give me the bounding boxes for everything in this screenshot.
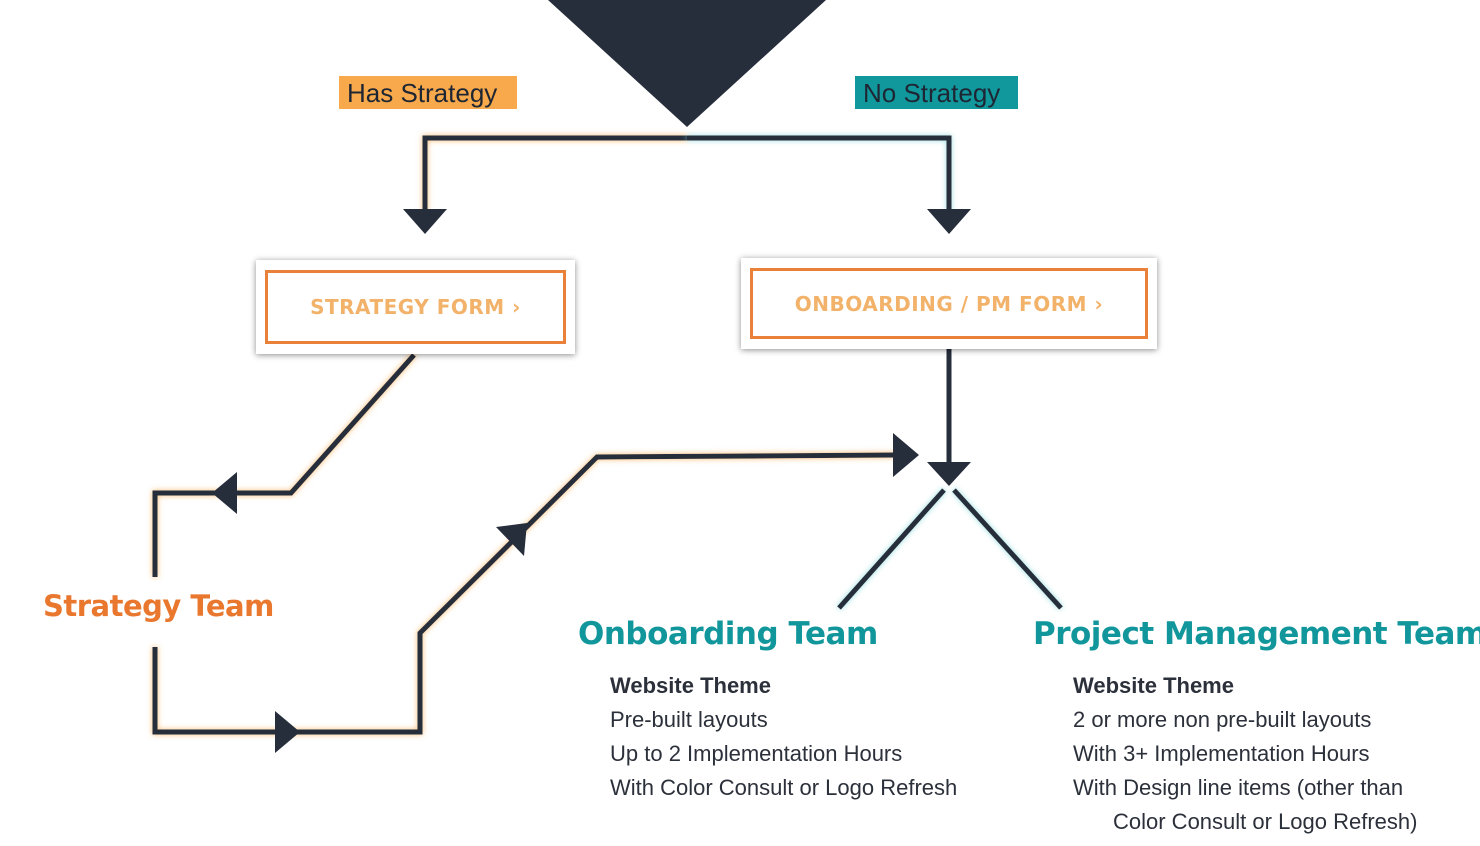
strategy-form-button[interactable]: STRATEGY FORM › [265,270,566,344]
pm-criteria-heading: Website Theme [1073,673,1234,698]
arrow-right-icon [275,711,300,753]
criteria-item: Color Consult or Logo Refresh) [1113,809,1418,834]
pm-team-title: Project Management Team [1033,616,1480,652]
criteria-item: With 3+ Implementation Hours [1073,741,1370,766]
pm-criteria: Website Theme 2 or more non pre-built la… [1073,669,1417,839]
pm-team-connector [952,488,1063,610]
onboarding-criteria-heading: Website Theme [610,673,771,698]
criteria-item: With Color Consult or Logo Refresh [610,775,958,800]
onboarding-pm-form-button[interactable]: ONBOARDING / PM FORM › [750,268,1148,339]
no-strategy-label: No Strategy [855,76,1018,109]
criteria-item: With Design line items (other than [1073,775,1404,800]
criteria-item: Up to 2 Implementation Hours [610,741,903,766]
has-strategy-label: Has Strategy [339,76,517,109]
onboarding-criteria: Website Theme Pre-built layouts Up to 2 … [610,669,957,805]
strategy-return-connector [152,452,896,735]
onboarding-team-connector [837,488,946,610]
onboarding-team-title: Onboarding Team [578,616,878,652]
arrow-down-icon [403,209,447,234]
onboarding-pm-form-card[interactable]: ONBOARDING / PM FORM › [741,258,1157,349]
arrow-down-icon [927,462,971,486]
criteria-item: Pre-built layouts [610,707,768,732]
no-strategy-connector [687,135,952,212]
arrow-up-right-icon [496,523,527,556]
decision-triangle [548,0,826,127]
has-strategy-connector [422,135,687,212]
arrow-right-icon [893,433,919,477]
strategy-form-connector [152,353,416,577]
arrow-down-icon [927,209,971,234]
arrow-left-icon [212,472,237,514]
criteria-item: 2 or more non pre-built layouts [1073,707,1372,732]
strategy-form-card[interactable]: STRATEGY FORM › [256,260,575,354]
strategy-team-title: Strategy Team [43,589,274,623]
